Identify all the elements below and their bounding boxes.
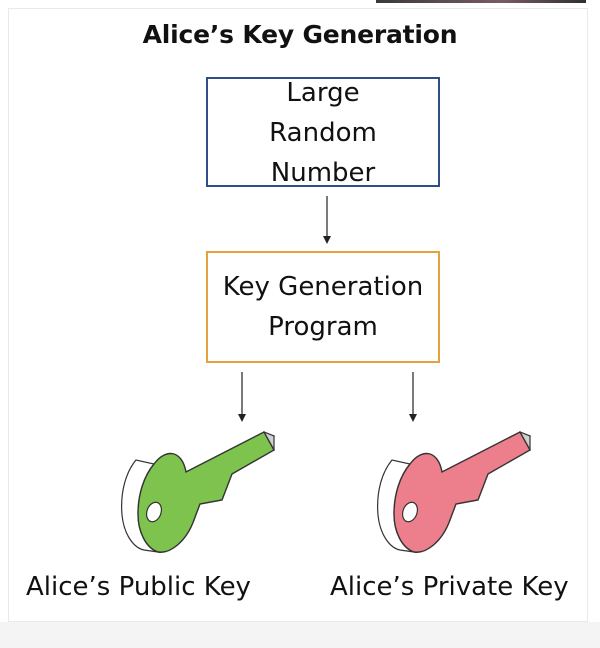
bottom-band	[0, 622, 600, 648]
key-generation-program-box: Key Generation Program	[206, 251, 440, 363]
random-box-line-2: Random	[269, 118, 377, 148]
keygen-box-line-2: Program	[268, 312, 378, 342]
video-top-strip	[376, 0, 586, 3]
slide	[8, 8, 588, 622]
random-box-line-1: Large	[286, 78, 360, 108]
large-random-number-box: Large Random Number	[206, 77, 440, 188]
diagram-title: Alice’s Key Generation	[142, 20, 458, 49]
public-key-icon	[121, 431, 276, 553]
private-key-label: Alice’s Private Key	[330, 572, 569, 602]
private-key-icon	[377, 431, 532, 553]
public-key-label: Alice’s Public Key	[26, 572, 251, 602]
keygen-box-line-1: Key Generation	[222, 272, 424, 302]
random-box-line-3: Number	[270, 158, 376, 188]
